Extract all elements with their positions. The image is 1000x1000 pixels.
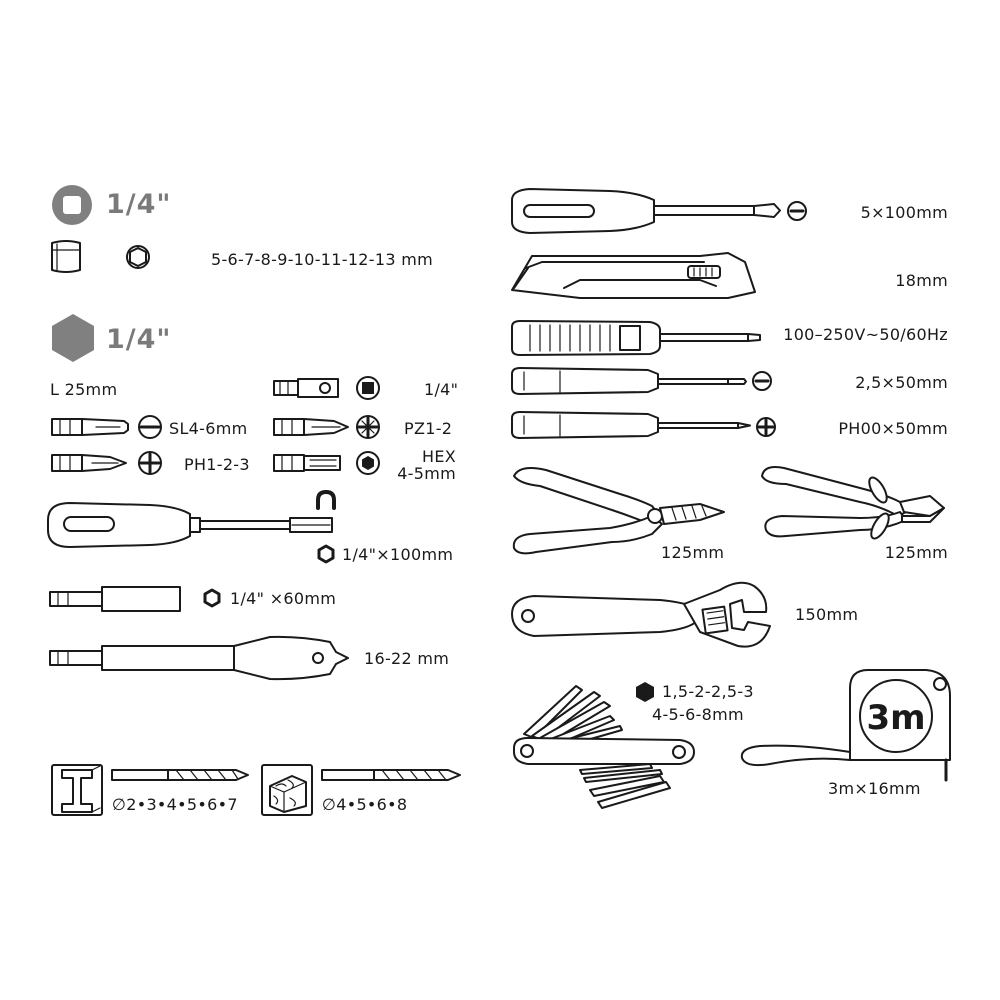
precision-slotted-screwdriver-icon (511, 367, 747, 395)
slotted-screwdriver-icon (511, 188, 781, 234)
magnet-icon (316, 490, 336, 510)
extension-bar-icon (49, 586, 181, 612)
socket-sizes-label: 5-6-7-8-9-10-11-12-13 mm (211, 250, 433, 269)
pozidriv-bit-icon (273, 418, 349, 436)
combination-pliers-label: 125mm (661, 543, 725, 562)
pozidriv-bit-label: PZ1-2 (404, 419, 453, 438)
metal-drill-label: ∅2•3•4•5•6•7 (112, 795, 238, 814)
adjustable-wrench-icon (511, 581, 771, 648)
hex-drive-icon (52, 314, 94, 362)
bit-length-label: L 25mm (50, 380, 118, 399)
voltage-tester-icon (511, 320, 761, 356)
slotted-bit-label: SL4-6mm (169, 419, 248, 438)
phillips-icon (756, 417, 776, 437)
voltage-tester-label: 100–250V~50/60Hz (783, 325, 948, 344)
bit-drive-label: 1/4" (106, 324, 172, 355)
tape-measure-label: 3m×16mm (828, 779, 921, 798)
slotted-icon (138, 415, 162, 439)
extension-label: 1/4" ×60mm (230, 589, 337, 608)
combination-pliers-icon (512, 467, 725, 555)
tape-face-label: 3m (866, 698, 925, 738)
socket-drive-label: 1/4" (106, 189, 172, 220)
wood-drill-icon (261, 764, 461, 816)
adapter-label: 1/4" (424, 380, 459, 399)
utility-knife-label: 18mm (895, 271, 948, 290)
slotted-bit-icon (51, 418, 129, 436)
bit-holder-screwdriver-icon (47, 502, 333, 548)
hex-filled-icon (636, 682, 654, 702)
side-cutters-icon (761, 466, 945, 540)
side-cutters-label: 125mm (884, 543, 948, 562)
phillips-icon (138, 451, 162, 475)
hex-bit-label-1: HEX (421, 447, 456, 466)
hex-key-label-1: 1,5-2-2,5-3 (662, 682, 754, 701)
precision-phillips-screwdriver-icon (511, 411, 751, 439)
hex-bit-icon (273, 454, 341, 472)
precision-slotted-label: 2,5×50mm (855, 373, 948, 392)
utility-knife-icon (511, 252, 756, 299)
hex-outline-icon (203, 588, 221, 608)
metal-drill-icon (51, 764, 249, 816)
hex-key-set-icon (513, 685, 695, 809)
square-drive-icon (52, 185, 92, 225)
hex-socket-icon (356, 451, 380, 475)
spade-bit-icon (49, 635, 349, 681)
bit-holder-label: 1/4"×100mm (342, 545, 454, 564)
hex-bit-label-2: 4-5mm (397, 464, 456, 483)
wood-drill-label: ∅4•5•6•8 (322, 795, 408, 814)
precision-phillips-label: PH00×50mm (838, 419, 948, 438)
bit-adapter-icon (273, 378, 339, 398)
phillips-bit-icon (51, 454, 127, 472)
spade-bit-label: 16-22 mm (364, 649, 450, 668)
phillips-bit-label: PH1-2-3 (184, 455, 250, 474)
pozidriv-icon (356, 415, 380, 439)
slotted-icon (787, 201, 807, 221)
tape-measure-icon: 3m (740, 669, 951, 782)
slotted-screwdriver-label: 5×100mm (860, 203, 948, 222)
slotted-icon (752, 371, 772, 391)
square-recess-icon (356, 376, 380, 400)
hex-key-label-2: 4-5-6-8mm (652, 705, 744, 724)
hex-outline-icon (126, 245, 150, 269)
adjustable-wrench-label: 150mm (795, 605, 859, 624)
hex-outline-icon (317, 544, 335, 564)
socket-icon (51, 240, 81, 273)
